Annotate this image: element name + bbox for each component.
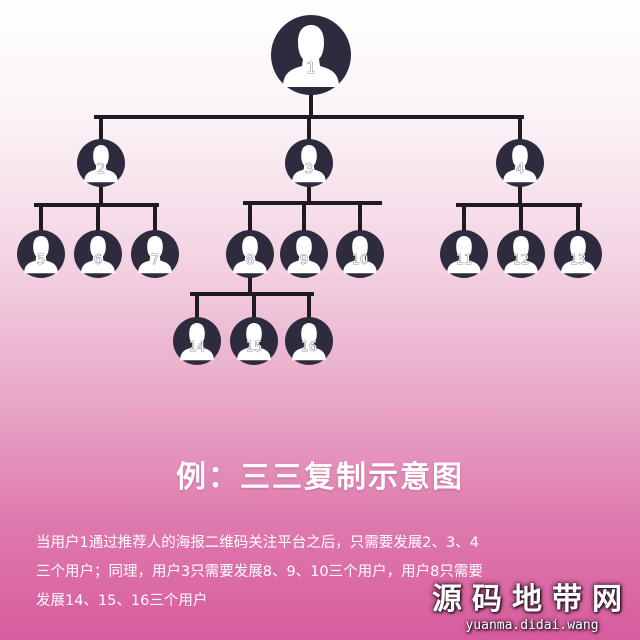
user-avatar-icon	[180, 323, 214, 361]
user-node-12: 12	[497, 230, 545, 278]
user-node-14: 14	[173, 317, 221, 365]
user-node-9: 9	[280, 230, 328, 278]
diagram-heading: 例：三三复制示意图	[176, 460, 464, 495]
user-node-3: 3	[285, 139, 333, 187]
user-node-5: 5	[17, 230, 65, 278]
user-avatar-icon	[292, 323, 326, 361]
user-avatar-icon	[237, 323, 271, 361]
user-avatar-icon	[287, 236, 321, 274]
description-line-3: 发展14、15、16三个用户	[36, 593, 208, 609]
user-avatar-icon	[233, 236, 267, 274]
node-label-7: 7	[151, 253, 159, 268]
user-avatar-icon	[503, 145, 537, 183]
description-text: 当用户1通过推荐人的海报二维码关注平台之后，只需要发展2、3、4 三个用户；同理…	[36, 529, 596, 616]
user-node-7: 7	[131, 230, 179, 278]
user-node-13: 13	[554, 230, 602, 278]
user-node-16: 16	[285, 317, 333, 365]
description-line-1: 当用户1通过推荐人的海报二维码关注平台之后，只需要发展2、3、4	[36, 535, 479, 551]
user-node-10: 10	[336, 230, 384, 278]
user-avatar-icon	[283, 25, 339, 87]
site-watermark: 源码地带网 yuanma.didai.wang	[432, 582, 632, 634]
user-avatar-icon	[24, 236, 58, 274]
node-label-13: 13	[570, 253, 587, 268]
user-node-8: 8	[226, 230, 274, 278]
node-label-10: 10	[352, 253, 369, 268]
node-label-2: 2	[97, 162, 105, 177]
user-node-6: 6	[74, 230, 122, 278]
description-line-2: 三个用户；同理，用户3只需要发展8、9、10三个用户，用户8只需要	[36, 564, 483, 580]
user-avatar-icon	[343, 236, 377, 274]
user-node-2: 2	[77, 139, 125, 187]
user-node-4: 4	[496, 139, 544, 187]
node-label-14: 14	[189, 340, 206, 355]
node-label-9: 9	[300, 253, 308, 268]
watermark-url: yuanma.didai.wang	[465, 618, 599, 633]
user-node-1: 1	[271, 15, 351, 95]
tree-connectors	[34, 93, 582, 319]
user-avatar-icon	[504, 236, 538, 274]
node-label-4: 4	[516, 162, 524, 177]
user-avatar-icon	[84, 145, 118, 183]
user-node-11: 11	[440, 230, 488, 278]
user-avatar-icon	[561, 236, 595, 274]
node-label-15: 15	[246, 340, 263, 355]
user-node-15: 15	[230, 317, 278, 365]
node-label-11: 11	[456, 253, 473, 268]
user-avatar-icon	[81, 236, 115, 274]
node-label-6: 6	[94, 253, 102, 268]
node-label-8: 8	[246, 253, 254, 268]
node-label-1: 1	[306, 59, 316, 77]
user-avatar-icon	[138, 236, 172, 274]
watermark-title: 源码地带网	[432, 582, 632, 617]
user-avatar-icon	[292, 145, 326, 183]
node-label-5: 5	[37, 253, 45, 268]
user-avatar-icon	[447, 236, 481, 274]
node-label-16: 16	[301, 340, 318, 355]
node-label-3: 3	[305, 162, 313, 177]
node-label-12: 12	[513, 253, 530, 268]
